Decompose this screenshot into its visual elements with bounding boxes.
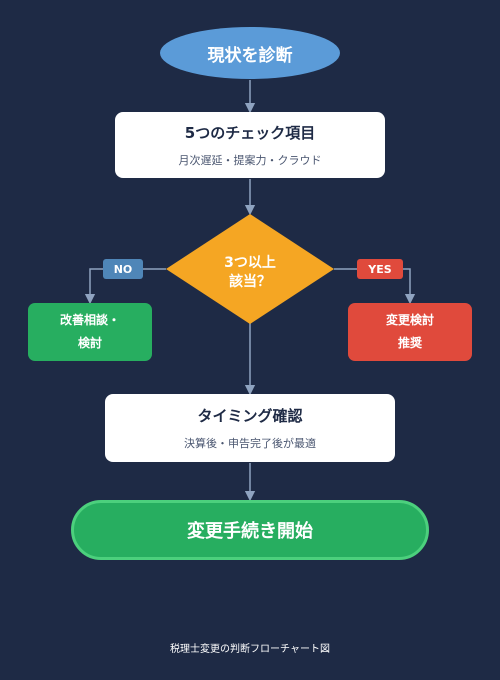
final-node-label: 変更手続き開始 bbox=[187, 521, 313, 542]
no-action-line1: 改善相談・ bbox=[59, 313, 120, 328]
check-items-subtitle: 月次遅延・提案力・クラウド bbox=[178, 154, 322, 167]
yes-action-box: 変更検討 推奨 bbox=[348, 303, 472, 361]
yes-action-line1: 変更検討 bbox=[385, 313, 434, 328]
check-items-title: 5つのチェック項目 bbox=[184, 124, 316, 142]
no-tag-label: NO bbox=[113, 262, 133, 276]
check-items-box: 5つのチェック項目 月次遅延・提案力・クラウド bbox=[115, 112, 385, 178]
decision-label-line1: 3つ以上 bbox=[224, 255, 276, 272]
final-node: 変更手続き開始 bbox=[71, 500, 429, 560]
no-action-line2: 検討 bbox=[77, 336, 102, 350]
timing-title: タイミング確認 bbox=[197, 407, 303, 425]
timing-subtitle: 決算後・申告完了後が最適 bbox=[184, 437, 316, 450]
decision-label: 3つ以上 該当？ bbox=[200, 248, 300, 298]
no-tag: NO bbox=[103, 259, 143, 279]
start-node: 現状を診断 bbox=[160, 27, 340, 79]
decision-diamond bbox=[166, 214, 334, 324]
timing-box: タイミング確認 決算後・申告完了後が最適 bbox=[105, 394, 395, 462]
no-action-box: 改善相談・ 検討 bbox=[28, 303, 152, 361]
yes-action-line2: 推奨 bbox=[397, 336, 422, 350]
yes-tag: YES bbox=[357, 259, 403, 279]
figure-caption: 税理士変更の判断フローチャート図 bbox=[170, 644, 330, 655]
yes-tag-label: YES bbox=[368, 262, 392, 276]
start-node-label: 現状を診断 bbox=[207, 45, 293, 66]
decision-label-line2: 該当？ bbox=[229, 274, 271, 290]
